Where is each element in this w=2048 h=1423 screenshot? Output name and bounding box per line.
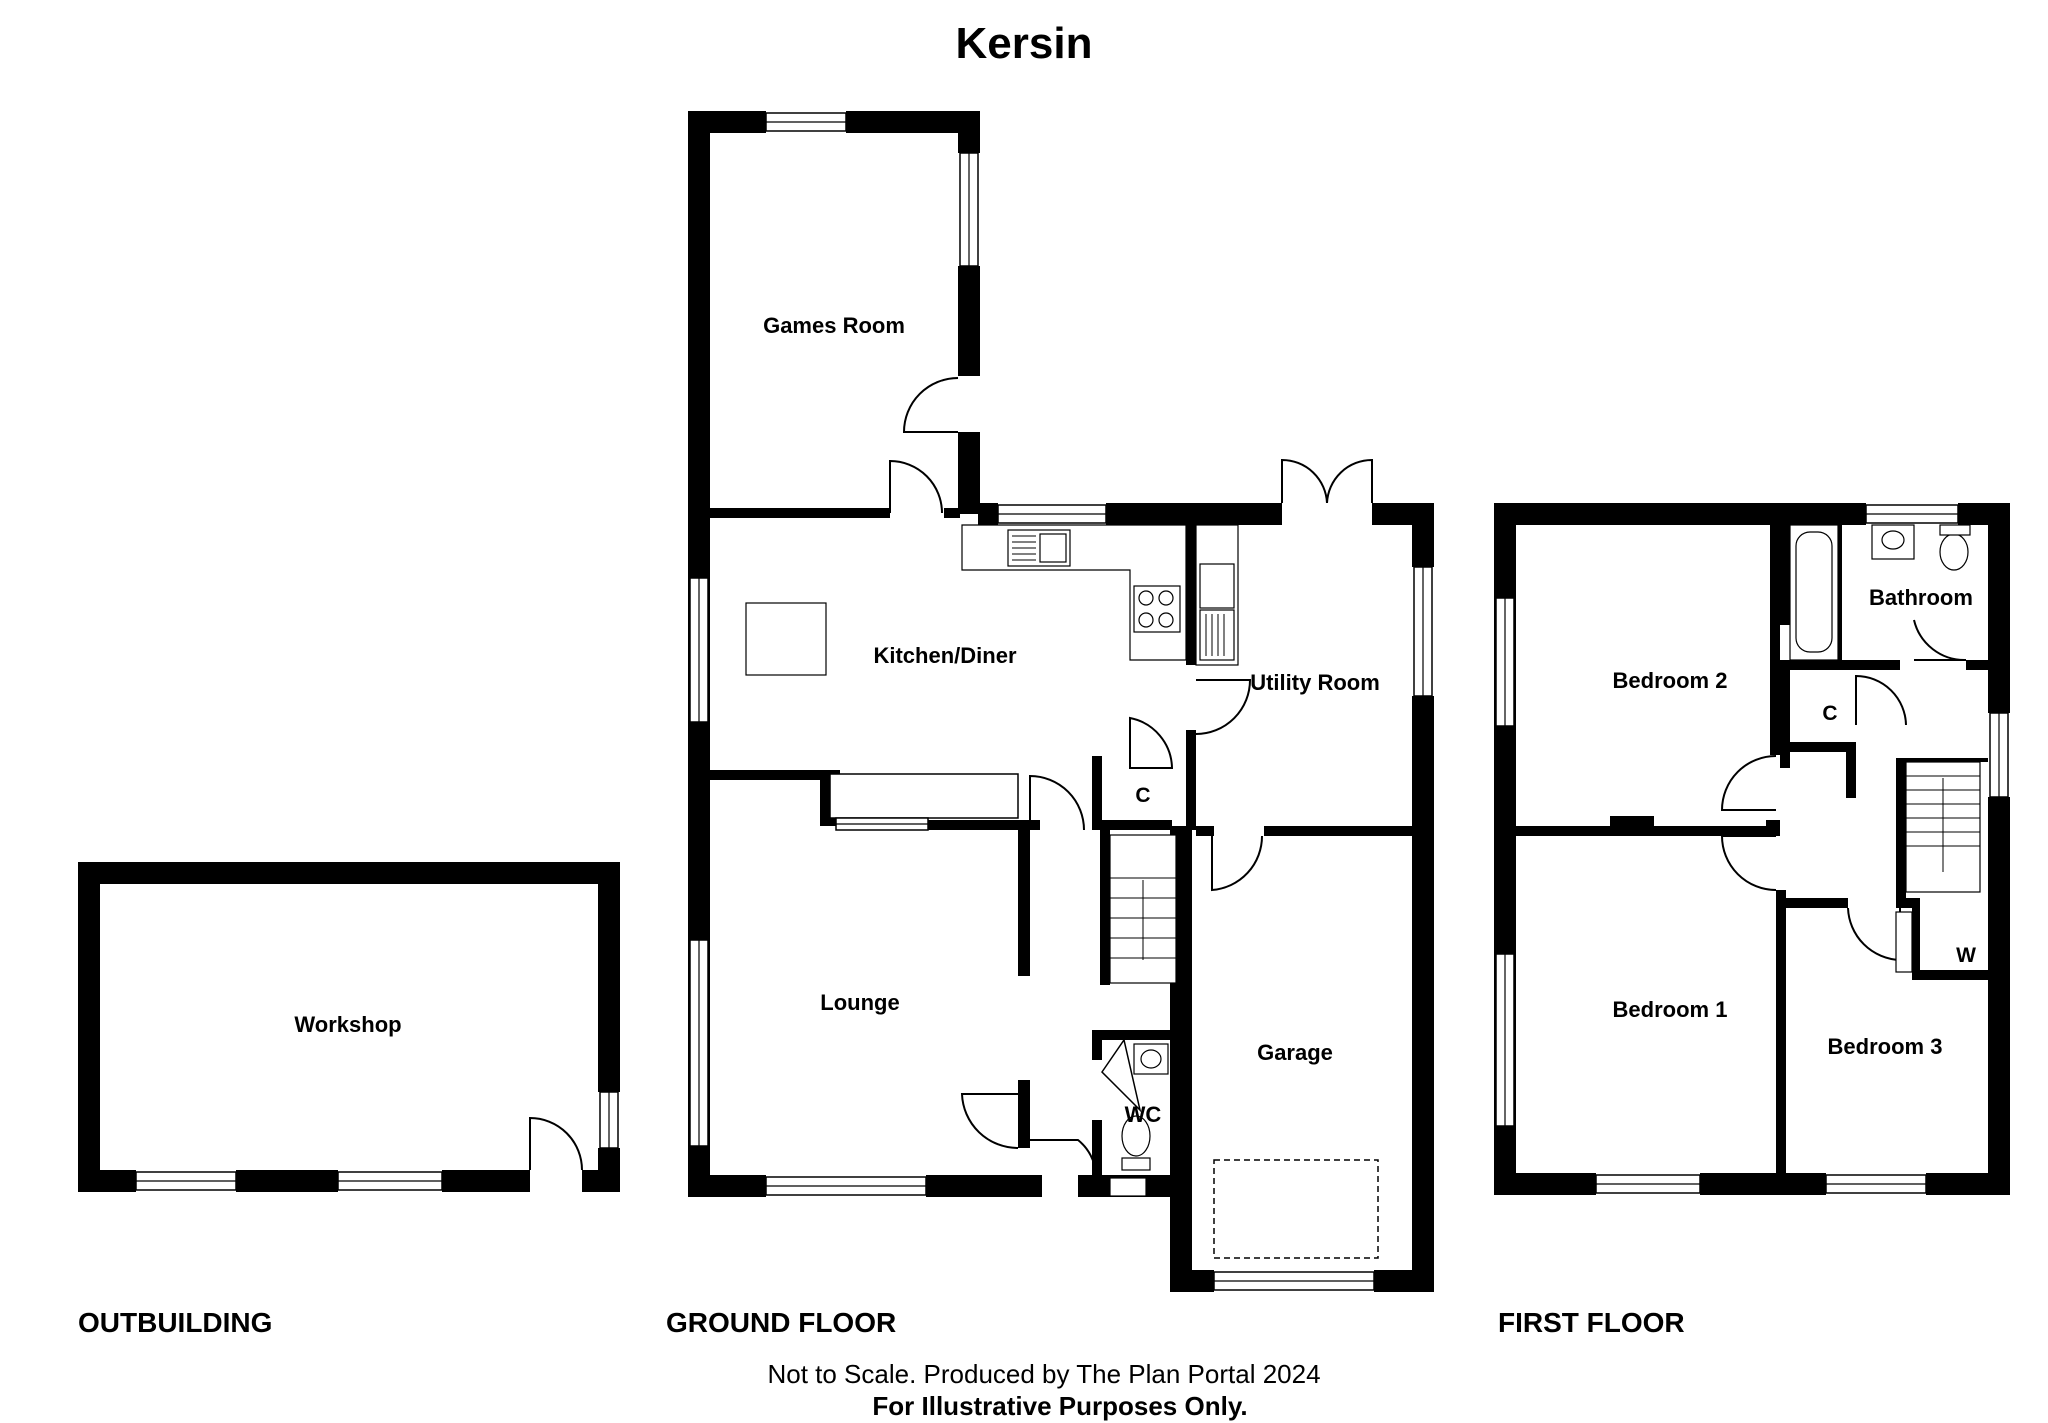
room-label-wardrobe: W <box>1956 944 1976 967</box>
room-label-games-room: Games Room <box>763 313 905 338</box>
room-label-wc: WC <box>1125 1102 1162 1127</box>
footer-disclaimer: For Illustrative Purposes Only. <box>872 1391 1247 1421</box>
room-label-lounge: Lounge <box>820 990 899 1015</box>
room-label-bathroom: Bathroom <box>1869 585 1973 610</box>
room-label-utility-room: Utility Room <box>1250 670 1380 695</box>
outbuilding-plan <box>78 862 620 1192</box>
room-label-bedroom-2: Bedroom 2 <box>1613 668 1728 693</box>
room-label-bedroom-3: Bedroom 3 <box>1828 1034 1943 1059</box>
footer-note: Not to Scale. Produced by The Plan Porta… <box>767 1359 1320 1389</box>
room-label-cupboard-first: C <box>1822 702 1837 725</box>
section-label-ground-floor: GROUND FLOOR <box>666 1307 896 1338</box>
plan-title: Kersin <box>956 19 1093 68</box>
ground-floor-plan <box>688 111 1434 1292</box>
room-label-cupboard-ground: C <box>1135 784 1150 807</box>
room-label-kitchen-diner: Kitchen/Diner <box>873 643 1016 668</box>
first-floor-plan <box>1494 503 2010 1195</box>
room-label-bedroom-1: Bedroom 1 <box>1613 997 1728 1022</box>
room-label-garage: Garage <box>1257 1040 1333 1065</box>
room-label-workshop: Workshop <box>294 1012 401 1037</box>
section-label-first-floor: FIRST FLOOR <box>1498 1307 1685 1338</box>
section-label-outbuilding: OUTBUILDING <box>78 1307 272 1338</box>
